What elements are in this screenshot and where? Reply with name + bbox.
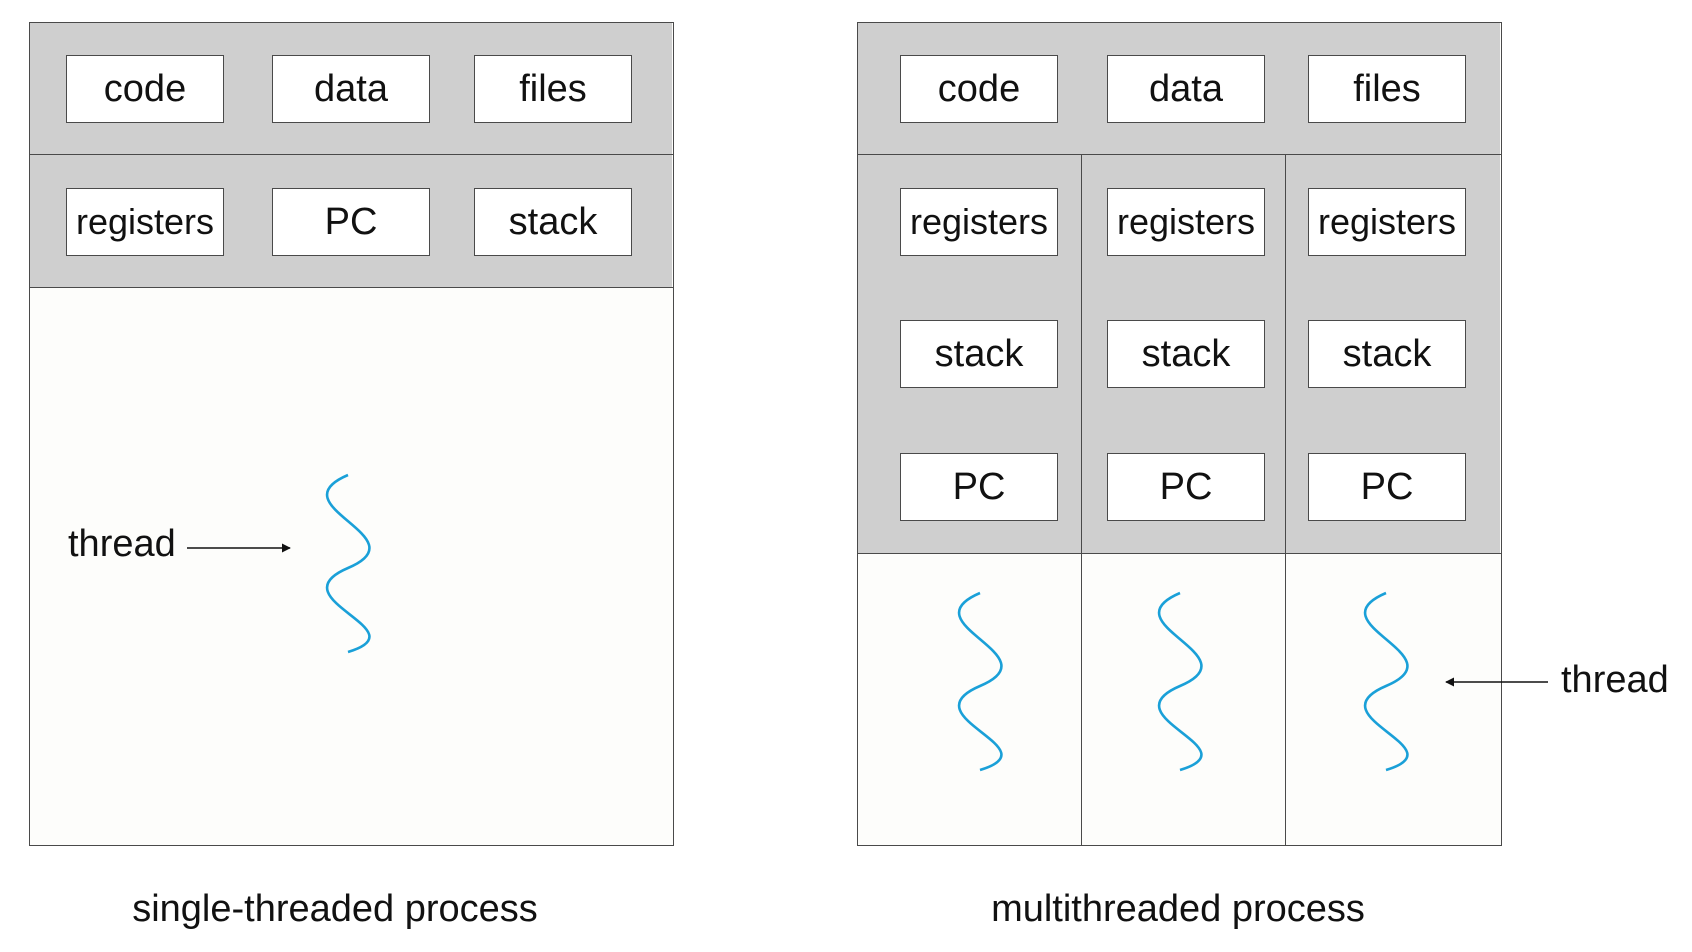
- single-divider-1: [29, 154, 674, 155]
- multi-data-box: data: [1107, 55, 1265, 123]
- single-caption: single-threaded process: [132, 888, 538, 930]
- multi-t3-pc-box: PC: [1308, 453, 1466, 521]
- multi-t2-thread-wave: [1157, 591, 1203, 772]
- multi-thread-label: thread: [1561, 659, 1669, 701]
- multi-caption: multithreaded process: [991, 888, 1365, 930]
- multi-divider-1: [857, 154, 1502, 155]
- multi-t2-registers-box: registers: [1107, 188, 1265, 256]
- multi-t3-thread-wave: [1363, 591, 1409, 772]
- multi-t1-thread-wave: [957, 591, 1003, 772]
- multi-t1-registers-box: registers: [900, 188, 1058, 256]
- multi-files-box: files: [1308, 55, 1466, 123]
- single-code-box: code: [66, 55, 224, 123]
- single-stack-box: stack: [474, 188, 632, 256]
- single-pc-box: PC: [272, 188, 430, 256]
- multi-t3-registers-box: registers: [1308, 188, 1466, 256]
- single-files-box: files: [474, 55, 632, 123]
- multi-thread-divider-1: [1081, 154, 1082, 845]
- multi-thread-divider-2: [1285, 154, 1286, 845]
- multi-code-box: code: [900, 55, 1058, 123]
- single-registers-box: registers: [66, 188, 224, 256]
- multi-t3-stack-box: stack: [1308, 320, 1466, 388]
- multi-divider-2: [857, 553, 1502, 554]
- single-data-box: data: [272, 55, 430, 123]
- multi-t1-stack-box: stack: [900, 320, 1058, 388]
- single-divider-2: [29, 287, 674, 288]
- single-thread-wave: [325, 473, 371, 654]
- multi-t2-pc-box: PC: [1107, 453, 1265, 521]
- multi-t2-stack-box: stack: [1107, 320, 1265, 388]
- multi-t1-pc-box: PC: [900, 453, 1058, 521]
- single-thread-label: thread: [68, 523, 176, 565]
